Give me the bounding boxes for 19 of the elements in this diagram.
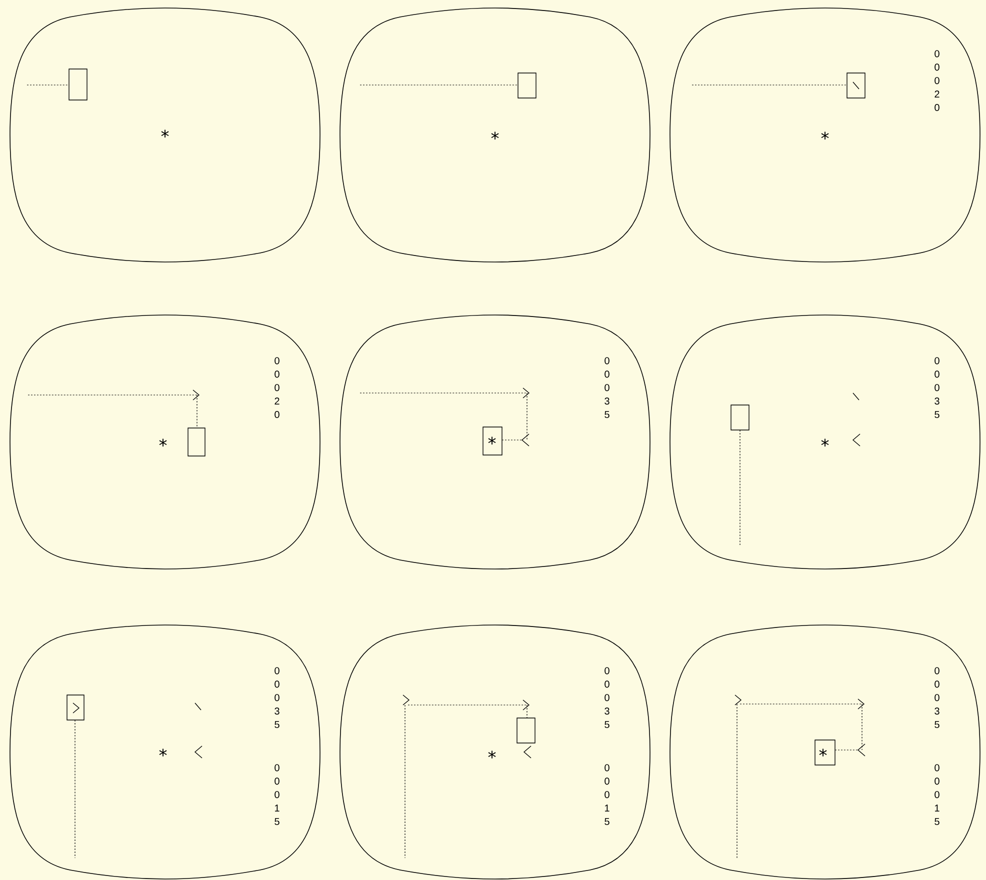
asterisk-symbol: * (488, 436, 496, 444)
score-counter: 0 0 0 1 5 (934, 764, 940, 826)
asterisk-symbol: * (159, 748, 167, 756)
asterisk-symbol: * (819, 748, 827, 756)
score-counter: 0 0 0 3 5 (934, 667, 940, 728)
score-counter: 0 0 0 3 5 (604, 667, 610, 728)
asterisk-symbol: * (161, 130, 169, 138)
score-counter: 0 0 0 1 5 (604, 764, 610, 826)
asterisk-symbol: * (488, 750, 496, 758)
asterisk-symbol: * (821, 438, 829, 446)
score-counter: 0 0 0 3 5 (934, 357, 940, 418)
score-counter: 0 0 0 2 0 (934, 50, 940, 112)
score-counter: 0 0 0 3 5 (274, 667, 280, 728)
score-counter: 0 0 0 3 5 (604, 357, 610, 418)
asterisk-symbol: * (821, 132, 829, 140)
score-counter: 0 0 0 1 5 (274, 764, 280, 826)
asterisk-symbol: * (491, 132, 499, 140)
score-counter: 0 0 0 2 0 (274, 357, 280, 418)
asterisk-symbol: * (159, 438, 167, 446)
